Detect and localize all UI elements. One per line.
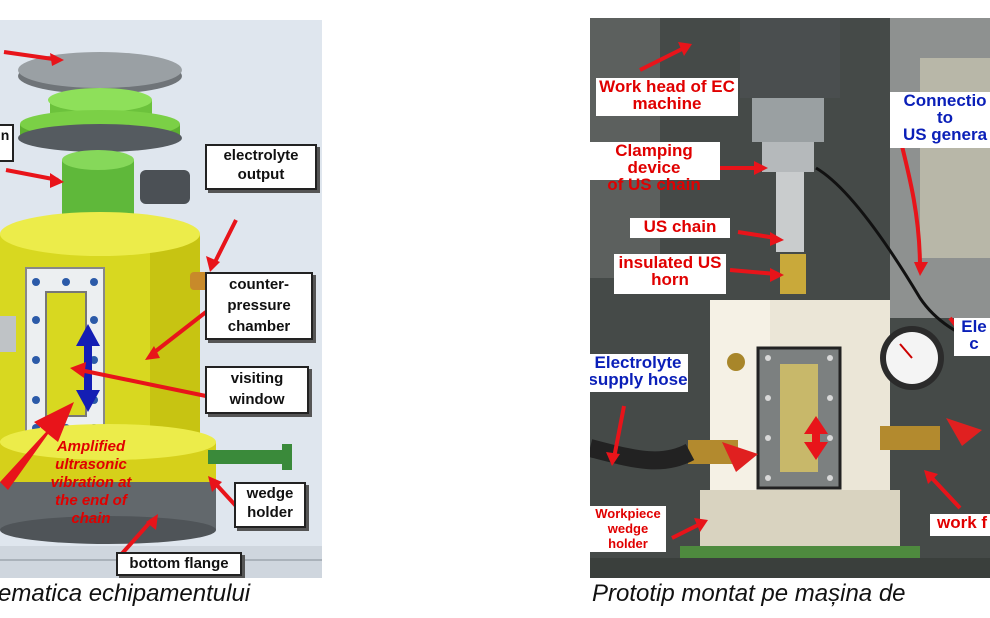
caption-left: ematica echipamentului <box>0 580 251 607</box>
amplified-vibration-arrow <box>0 402 74 490</box>
clamping-device <box>762 142 814 172</box>
vibration-arrow-red <box>804 416 828 460</box>
prototype-photo-panel: Work head of EC machine Connectio to US … <box>590 18 990 578</box>
label-workpiece-wedge-holder: Workpiece wedge holder <box>590 506 666 552</box>
work-head <box>740 18 840 98</box>
vibration-arrow-blue <box>76 324 100 412</box>
caption-right: Prototip montat pe mașina de <box>592 580 906 607</box>
label-connection: Connectio to US genera <box>890 92 990 148</box>
arrow-work-head <box>639 46 685 72</box>
arrow-work <box>928 474 962 510</box>
base-flange <box>700 490 900 550</box>
insulated-us-horn <box>780 254 806 294</box>
cut-label-left: n <box>0 124 14 162</box>
arrow-window <box>79 368 207 398</box>
label-work-head: Work head of EC machine <box>596 78 738 116</box>
label-visiting-window: visiting window <box>205 366 309 414</box>
label-us-chain: US chain <box>630 218 730 238</box>
arrow-connection <box>898 137 922 269</box>
label-counter-pressure-chamber: counter- pressure chamber <box>205 272 313 340</box>
arrow-top-disc <box>3 50 61 62</box>
electrolyte-supply-hose <box>590 439 695 470</box>
electrolyte-outlet-fitting <box>140 170 190 204</box>
prototype-photo <box>590 18 990 578</box>
label-electrolyte-supply: Electrolyte supply hose <box>590 354 688 392</box>
label-electrolyte-cut: Ele c <box>954 318 990 356</box>
arrow-horn <box>729 268 777 276</box>
label-clamping-device: Clamping device of US chain <box>590 142 720 193</box>
label-wedge-holder: wedge holder <box>234 482 306 528</box>
arrow-electrolyte-output <box>212 219 238 265</box>
label-amplified-vibration: Amplified ultrasonic vibration at the en… <box>50 438 132 527</box>
arrow-workpiece-holder <box>671 522 701 540</box>
label-bottom-flange: bottom flange <box>116 552 242 576</box>
arrow-us-chain <box>737 230 777 240</box>
wedge-holder-pipe <box>208 450 288 464</box>
label-work-cut: work f <box>930 514 990 536</box>
window-glass <box>780 364 818 472</box>
arrow-chamber <box>150 310 208 356</box>
schematic-drawing <box>0 50 322 578</box>
schematic-panel: n electrolyte output counter- pressure c… <box>0 20 322 578</box>
label-insulated-horn: insulated US horn <box>614 254 726 294</box>
arrow-bottom-flange <box>116 518 154 560</box>
visiting-window-glass <box>45 291 87 417</box>
label-electrolyte-output: electrolyte output <box>205 144 317 190</box>
arrow-supply-hose <box>612 405 626 459</box>
arrow-clamp <box>5 168 59 182</box>
